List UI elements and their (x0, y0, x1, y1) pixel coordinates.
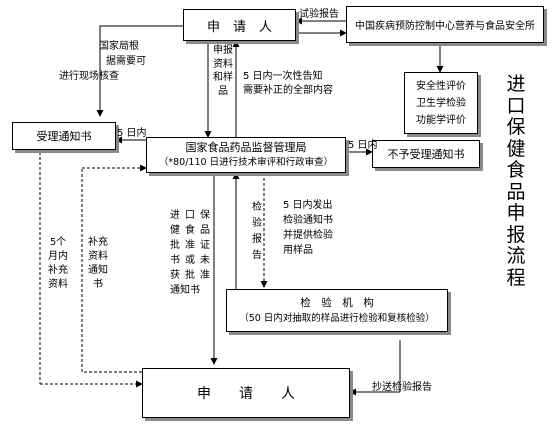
label-bureau-check-2: 据需要可 (106, 56, 146, 67)
applicant-bottom-text: 申 请 人 (197, 386, 295, 402)
label-submit-docs: 申报资料和样品 (213, 45, 233, 97)
inspection-box: 检 验 机 构 （50 日内对抽取的样品进行检验和复核检验） (226, 289, 448, 332)
label-five-days-left: 5 日内 (117, 128, 147, 139)
label-bureau-check-1: 国家局根 (99, 41, 139, 52)
label-issue-notice-1: 5 日内发出 (283, 200, 333, 211)
sfda-title: 国家食品药品监督管理局 (185, 141, 307, 154)
reject-notice-box: 不予受理通知书 (372, 140, 480, 168)
accept-notice-text: 受理通知书 (36, 130, 92, 143)
flowchart-title: 进口保健食品申报流程 (506, 73, 526, 289)
test-safety: 安全性评价 (416, 80, 466, 92)
label-sample-report: 试验报告 (299, 9, 339, 20)
label-issue-notice-4: 用样品 (283, 245, 313, 256)
cdc-tests-box: 安全性评价 卫生学检验 功能学评价 (404, 72, 478, 134)
label-approval-1: 进口保 (170, 210, 215, 221)
sfda-box: 国家食品药品监督管理局 （*80/110 日进行技术审评和行政审查） (146, 137, 346, 173)
label-five-days-right: 5 日内 (348, 140, 378, 151)
label-issue-notice-2: 检验通知书 (283, 215, 333, 226)
label-approval-4: 书或未 (170, 255, 215, 266)
label-notify-once-1: 5 日内一次性告知 (243, 71, 323, 82)
test-hygiene: 卫生学检验 (416, 97, 466, 109)
inspection-subtitle: （50 日内对抽取的样品进行检验和复核检验） (239, 312, 435, 324)
cdc-text: 中国疾病预防控制中心营养与食品安全所 (355, 21, 535, 32)
label-approval-3: 批准证 (170, 240, 215, 251)
label-approval-5: 获批准 (170, 270, 215, 281)
dash-applicant-to-sfda (81, 168, 142, 373)
label-approval-6: 通知书 (170, 285, 200, 296)
label-inspection-report: 检验报告 (252, 202, 262, 261)
label-copy-report: 抄送检验报告 (372, 382, 432, 393)
accept-notice-box: 受理通知书 (12, 122, 116, 150)
label-approval-2: 健食品 (170, 225, 215, 236)
applicant-bottom-box: 申 请 人 (142, 368, 350, 418)
cdc-box: 中国疾病预防控制中心营养与食品安全所 (346, 6, 544, 43)
sfda-subtitle: （*80/110 日进行技术审评和行政审查） (158, 157, 334, 168)
label-bureau-check-3: 进行现场核查 (59, 71, 119, 82)
test-function: 功能学评价 (416, 114, 466, 126)
label-supp-notice: 补充资料通知书 (88, 237, 108, 290)
reject-notice-text: 不予受理通知书 (387, 148, 465, 161)
label-five-month-supp: 5个月内补充资料 (48, 237, 68, 290)
applicant-top-box: 申 请 人 (183, 9, 296, 41)
label-issue-notice-3: 并提供检验 (283, 230, 333, 241)
applicant-top-text: 申 请 人 (206, 19, 272, 35)
line-bureau-check (99, 25, 183, 90)
label-notify-once-2: 需要补正的全部内容 (243, 85, 333, 96)
inspection-title: 检 验 机 构 (300, 296, 374, 309)
